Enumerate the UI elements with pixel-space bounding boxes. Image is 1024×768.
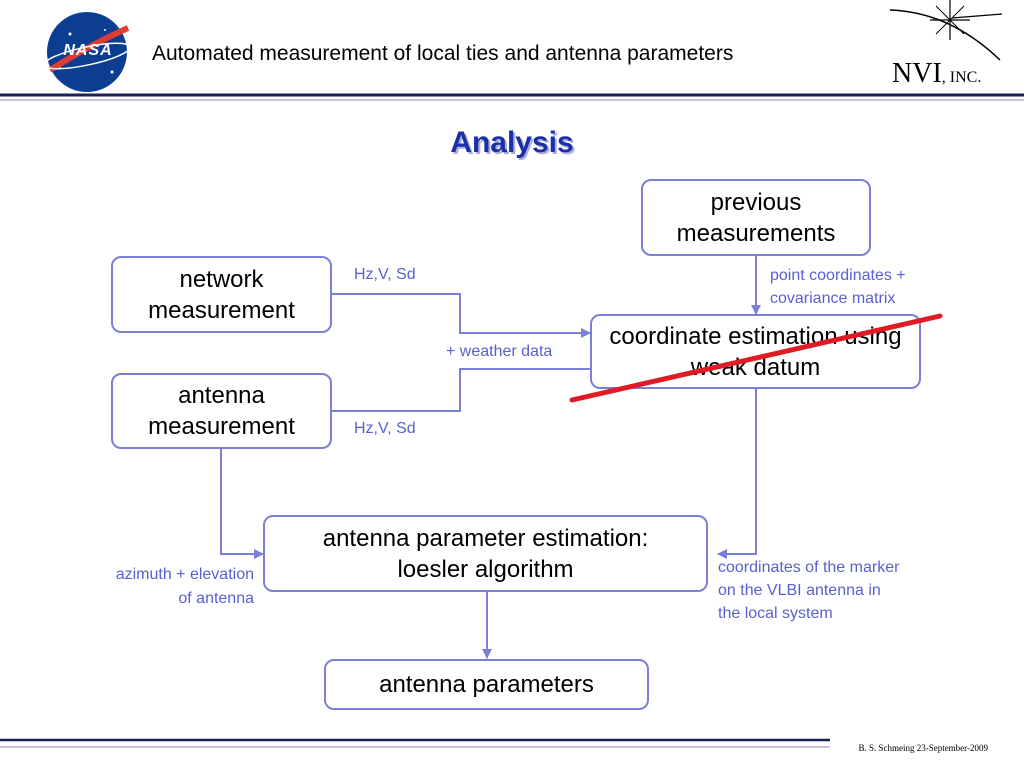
label-of-antenna: of antenna: [178, 590, 254, 607]
label-weather-data: + weather data: [446, 343, 553, 360]
connector-network-to-coord: [332, 293, 591, 338]
nvi-logo: [886, 0, 1004, 92]
nasa-logo: [43, 12, 131, 92]
label-marker-line-2: on the VLBI antenna in: [718, 582, 881, 599]
nvi-logo-text: NVI, INC.: [892, 58, 981, 90]
label-marker-line-3: the local system: [718, 605, 833, 622]
slide-title: Analysis: [450, 126, 574, 159]
label-point-coordinates: point coordinates +: [770, 267, 906, 284]
footer-credit: B. S. Schmeing 23-September-2009: [858, 743, 988, 753]
box-antenna-parameter-estimation: antenna parameter estimation: loesler al…: [263, 515, 708, 592]
nvi-logo-suffix: , INC.: [941, 69, 982, 86]
label-covariance-matrix: covariance matrix: [770, 290, 896, 307]
label-hzv-top: Hz,V, Sd: [354, 266, 416, 283]
nvi-logo-main: NVI: [892, 58, 942, 89]
connector-coord-to-param: [717, 389, 757, 559]
header-title: Automated measurement of local ties and …: [152, 42, 734, 65]
box-coordinate-estimation: coordinate estimation using weak datum: [590, 314, 921, 389]
label-azimuth-elevation: azimuth + elevation: [115, 566, 254, 583]
box-antenna-parameters-label: antenna parameters: [379, 671, 594, 698]
label-hzv-bottom: Hz,V, Sd: [354, 420, 416, 437]
box-previous-measurements: previous measurements: [641, 179, 871, 256]
box-antenna-measurement-label: antenna measurement: [148, 382, 295, 440]
nasa-logo-text: NASA: [63, 42, 113, 59]
box-network-measurement: network measurement: [111, 256, 332, 333]
box-network-measurement-label: network measurement: [148, 265, 295, 324]
box-coordinate-estimation-label: coordinate estimation using weak datum: [609, 322, 902, 381]
connector-antenna-to-param: [220, 449, 264, 559]
label-marker-line-1: coordinates of the marker: [718, 559, 900, 576]
box-antenna-measurement: antenna measurement: [111, 373, 332, 449]
connectors: [220, 256, 761, 659]
connector-antenna-to-coord: [332, 368, 590, 412]
box-antenna-parameters: antenna parameters: [324, 659, 649, 710]
box-antenna-parameter-estimation-label: antenna parameter estimation: loesler al…: [322, 524, 649, 583]
box-previous-measurements-label: previous measurements: [676, 188, 836, 247]
